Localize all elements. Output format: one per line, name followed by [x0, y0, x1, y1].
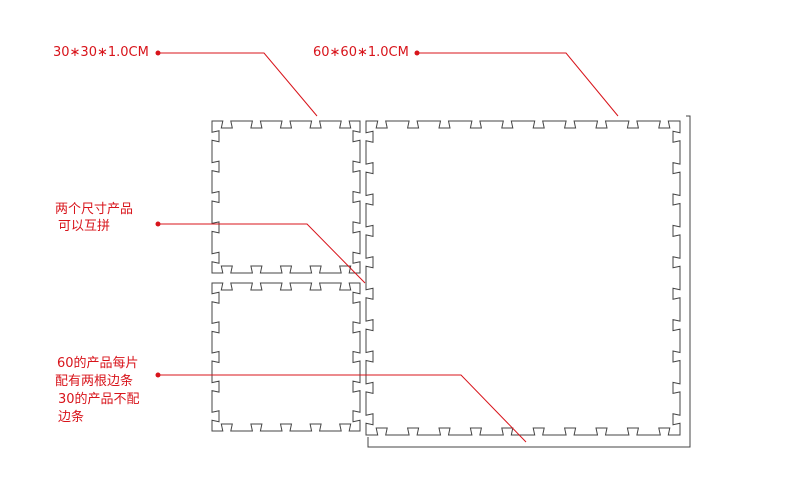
interlock-label-line1: 两个尺寸产品: [55, 202, 134, 217]
leader-dot-interlock: [155, 221, 161, 227]
small-size-label: 30∗30∗1.0CM: [53, 45, 149, 60]
large-size-label: 60∗60∗1.0CM: [313, 45, 409, 60]
edge-strip-right: [686, 115, 691, 448]
edge-strip-label-line2: 配有两根边条: [55, 374, 134, 389]
leader-edge-strip: [158, 374, 527, 443]
large-tile: [365, 120, 681, 436]
small-tile-top: [211, 120, 361, 274]
leader-dot-large-size: [414, 50, 420, 56]
edge-strip-label-line4: 边条: [58, 410, 85, 425]
interlock-label-line2: 可以互拼: [58, 219, 111, 234]
leader-dot-edge-strip: [155, 372, 161, 378]
edge-strip-bottom: [367, 437, 690, 448]
leader-dot-small-size: [155, 50, 161, 56]
leader-large-size: [417, 52, 619, 117]
edge-strip-label-line3: 30的产品不配: [58, 392, 140, 407]
edge-strip-label-line1: 60的产品每片: [57, 356, 139, 371]
small-tile-bottom: [211, 282, 361, 432]
leader-small-size: [158, 52, 318, 117]
leader-interlock: [158, 223, 366, 284]
